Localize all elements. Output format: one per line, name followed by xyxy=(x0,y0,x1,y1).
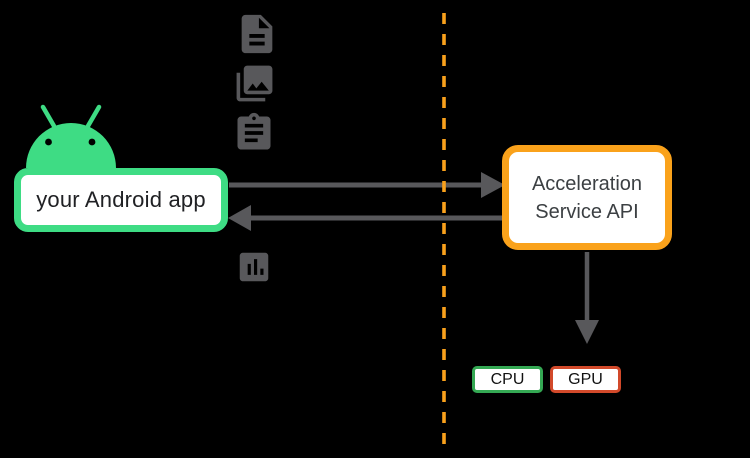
photo-library-icon xyxy=(233,62,276,105)
acceleration-service-label-line2: Service API xyxy=(535,200,639,223)
android-app-box: your Android app xyxy=(14,168,228,232)
bar-chart-icon xyxy=(235,248,273,286)
cpu-chip-label: CPU xyxy=(490,370,525,388)
delegation-arrow xyxy=(575,252,599,344)
response-arrow xyxy=(228,205,502,231)
acceleration-service-label-line1: Acceleration xyxy=(531,172,643,195)
document-icon xyxy=(234,11,280,57)
gpu-chip: GPU xyxy=(550,366,621,393)
gpu-chip-label: GPU xyxy=(568,370,603,388)
request-arrow xyxy=(229,172,505,198)
android-app-label: your Android app xyxy=(36,187,206,212)
clipboard-icon xyxy=(232,111,276,155)
android-robot-icon xyxy=(26,104,116,168)
cpu-chip: CPU xyxy=(472,366,543,393)
acceleration-service-box: Acceleration Service API xyxy=(502,145,672,250)
